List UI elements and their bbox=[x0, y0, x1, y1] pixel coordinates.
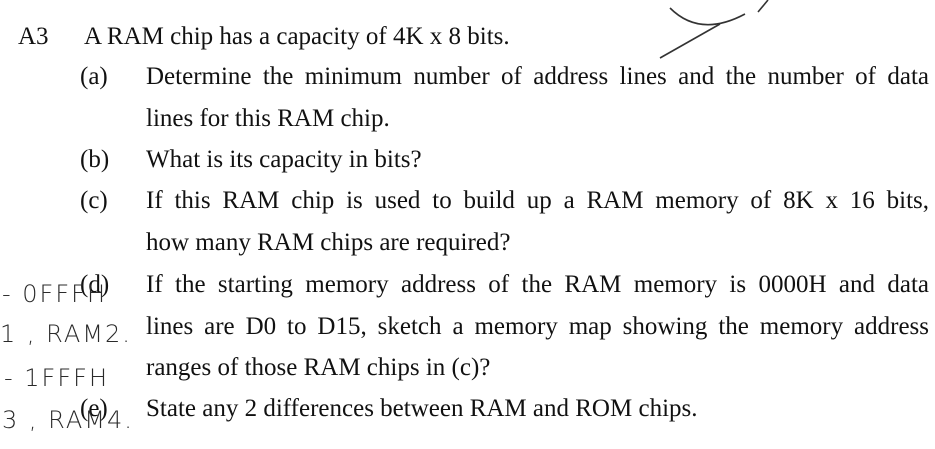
question-stem: A RAM chip has a capacity of 4K x 8 bits… bbox=[84, 23, 510, 50]
handwritten-note-1: - 0FFFH bbox=[2, 280, 108, 308]
part-d-label: (d) bbox=[80, 271, 110, 298]
part-a-line-2: lines for this RAM chip. bbox=[146, 105, 390, 132]
part-c-line-1-text: If this RAM chip is used to build up a R… bbox=[146, 187, 929, 214]
part-d-line-3: ranges of those RAM chips in (c)? bbox=[146, 354, 491, 381]
part-d-line-2: lines are D0 to D15, sketch a memory map… bbox=[146, 312, 929, 342]
part-e-line-1: State any 2 differences between RAM and … bbox=[146, 395, 698, 422]
handwritten-note-4: 3 , RAM4. bbox=[2, 406, 134, 434]
part-c-label: (c) bbox=[80, 187, 108, 214]
handwritten-note-3: - 1FFFH bbox=[4, 364, 110, 392]
part-d-line-1: If the starting memory address of the RA… bbox=[146, 270, 929, 300]
handwritten-note-2: 1 , RAM2. bbox=[0, 320, 132, 348]
part-b-line-1: What is its capacity in bits? bbox=[146, 146, 422, 173]
part-a-line-1-text: Determine the minimum number of address … bbox=[146, 63, 929, 90]
part-c-line-1: If this RAM chip is used to build up a R… bbox=[146, 186, 929, 216]
part-b-label: (b) bbox=[80, 146, 110, 173]
part-d-line-2-text: lines are D0 to D15, sketch a memory map… bbox=[146, 313, 929, 340]
question-number: A3 bbox=[18, 23, 49, 50]
part-d-line-1-text: If the starting memory address of the RA… bbox=[146, 271, 929, 298]
part-e-label: (e) bbox=[80, 395, 108, 422]
part-a-label: (a) bbox=[80, 63, 108, 90]
part-a-line-1: Determine the minimum number of address … bbox=[146, 62, 929, 92]
part-c-line-2: how many RAM chips are required? bbox=[146, 229, 511, 256]
